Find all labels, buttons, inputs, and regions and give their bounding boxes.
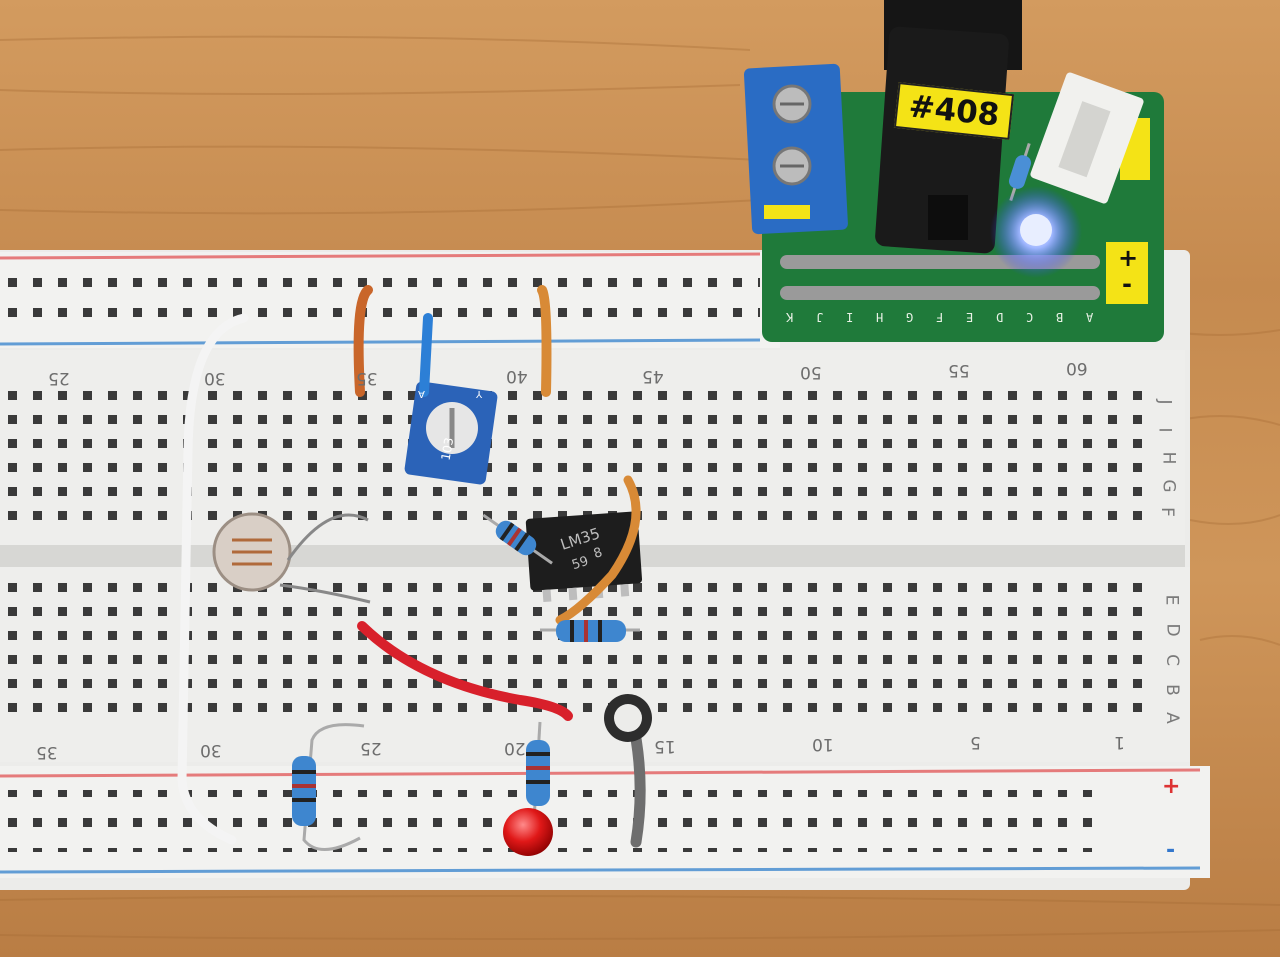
row-letter: C (1161, 654, 1182, 666)
screw-terminal-block (743, 63, 848, 235)
row-letter: A (1161, 712, 1182, 724)
pcb-row-letter: C (1026, 310, 1034, 324)
col-number: 1 (1114, 732, 1125, 752)
col-number: 50 (800, 362, 822, 382)
trimmer-potentiometer (404, 381, 498, 485)
row-letter: I (1154, 427, 1175, 433)
orange-wire-top (537, 285, 552, 397)
row-letter: J (1154, 399, 1175, 405)
blue-power-led (990, 186, 1082, 278)
pcb-row-letter: I (846, 310, 854, 324)
col-number: 25 (48, 368, 70, 388)
row-letter: G (1158, 479, 1179, 493)
round-component (604, 694, 652, 742)
pcb-plus-sign: + (1118, 244, 1139, 272)
rail-minus-sign: - (1166, 838, 1176, 863)
pcb-row-letter: E (966, 310, 974, 324)
pcb-resistor (1008, 143, 1032, 201)
col-number: 30 (200, 740, 222, 760)
col-number: 5 (970, 732, 981, 752)
col-number: 10 (812, 734, 834, 754)
col-number: 40 (506, 366, 528, 386)
col-number: 60 (1066, 358, 1088, 378)
blue-wire (419, 313, 433, 397)
red-led (503, 808, 553, 856)
row-letter: H (1158, 451, 1179, 465)
row-letter: F (1156, 507, 1177, 517)
row-letter: E (1161, 594, 1182, 606)
row-letter: B (1161, 684, 1182, 696)
pcb-row-letter: H (876, 310, 884, 324)
resistor-bottom (292, 723, 365, 851)
col-number: 20 (504, 738, 526, 758)
white-wire (177, 313, 249, 845)
pcb-polarity-box (1106, 242, 1148, 304)
trimmer-pin-a: A (418, 388, 425, 399)
jst-connector (1030, 72, 1144, 204)
photoresistor (212, 512, 371, 604)
resistor-led (526, 721, 550, 821)
row-letter: D (1162, 623, 1183, 637)
pcb-row-letter: G (906, 310, 914, 324)
orange-wire-ic (555, 475, 641, 625)
pcb-row-letter: A (1086, 310, 1094, 324)
resistor-top (482, 513, 553, 565)
wood-grain (0, 35, 1280, 940)
trimmer-pin-y: Y (476, 388, 483, 399)
jumper-wires (177, 285, 646, 848)
pcb-row-letter: D (996, 310, 1004, 324)
pcb-row-letter: J (816, 310, 824, 324)
pcb-minus-sign: - (1122, 270, 1132, 298)
brown-wire (353, 285, 373, 397)
pcb-row-letter: B (1056, 310, 1064, 324)
col-number: 55 (948, 360, 970, 380)
col-number: 30 (204, 368, 226, 388)
col-number: 45 (642, 366, 664, 386)
col-number: 25 (360, 738, 382, 758)
col-number: 35 (36, 742, 58, 762)
rail-plus-sign: + (1162, 774, 1181, 799)
pcb-row-letter: F (936, 310, 944, 324)
col-number: 35 (356, 368, 378, 388)
col-number: 15 (654, 736, 676, 756)
pcb-row-letter: K (786, 310, 794, 324)
resistor-middle (540, 620, 640, 642)
red-wire (357, 621, 573, 721)
